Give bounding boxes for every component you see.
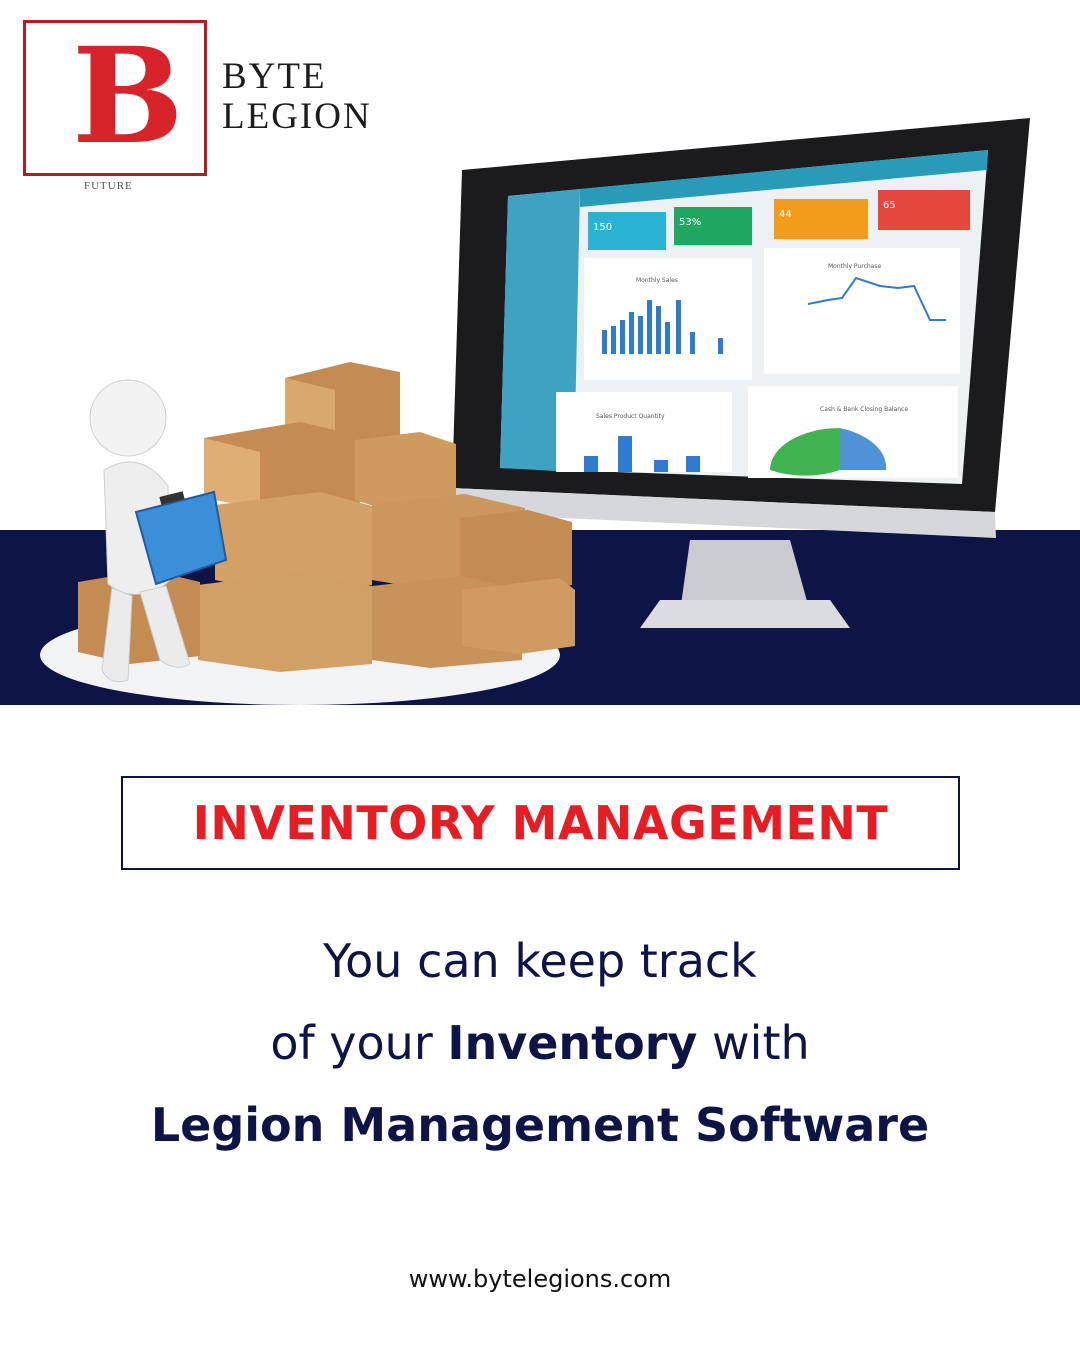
logo-box: B — [23, 20, 207, 176]
tagline: You can keep track of your Inventory wit… — [0, 920, 1080, 1166]
stat-value-4: 65 — [883, 200, 896, 211]
headline: INVENTORY MANAGEMENT — [192, 796, 889, 850]
website-url[interactable]: www.bytelegions.com — [408, 1265, 672, 1293]
brand-name: BYTE LEGION — [222, 57, 372, 137]
hero-banner: 150 53% 44 65 Monthly Sales Monthly Purc… — [0, 20, 1080, 705]
tagline-inventory: Inventory — [447, 1016, 698, 1070]
panel-quantity — [556, 392, 732, 472]
brand-line-1: BYTE — [222, 56, 327, 97]
stat-card-2 — [674, 207, 752, 245]
dashboard-screen: 150 53% 44 65 Monthly Sales Monthly Purc… — [500, 150, 988, 484]
stat-value-1: 150 — [593, 222, 612, 233]
stat-card-1 — [588, 212, 666, 250]
purchase-line — [807, 276, 946, 321]
headline-box: INVENTORY MANAGEMENT — [121, 776, 960, 870]
logo-monogram: B — [72, 19, 184, 174]
stat-card-4 — [878, 190, 970, 230]
white-figure — [89, 379, 228, 683]
panel-title-sales: Monthly Sales — [636, 277, 678, 284]
panel-sales — [584, 258, 752, 380]
sales-bars — [602, 300, 723, 354]
inventory-illustration: 150 53% 44 65 Monthly Sales Monthly Purc… — [40, 118, 1030, 705]
panel-title-purchase: Monthly Purchase — [828, 263, 881, 270]
brand-line-2: LEGION — [222, 96, 372, 137]
tagline-line-3: Legion Management Software — [0, 1084, 1080, 1166]
clipboard — [134, 490, 228, 586]
panel-purchase — [764, 248, 960, 374]
cardboard-boxes — [78, 362, 575, 672]
panel-title-quantity: Sales Product Quantity — [596, 413, 665, 420]
logo-tagline: FUTURE — [84, 180, 133, 192]
panel-title-balance: Cash & Bank Closing Balance — [820, 406, 908, 413]
balance-pie — [770, 428, 840, 476]
stat-value-3: 44 — [779, 209, 792, 220]
tagline-line-2-pre: of your — [270, 1016, 448, 1070]
tagline-line-2-post: with — [697, 1016, 810, 1070]
stat-value-2: 53% — [679, 217, 701, 228]
stat-card-3 — [774, 199, 868, 239]
tagline-product: Legion Management Software — [150, 1098, 930, 1152]
tagline-line-2: of your Inventory with — [0, 1002, 1080, 1084]
quantity-bars — [584, 436, 700, 472]
tagline-line-1: You can keep track — [323, 934, 757, 988]
